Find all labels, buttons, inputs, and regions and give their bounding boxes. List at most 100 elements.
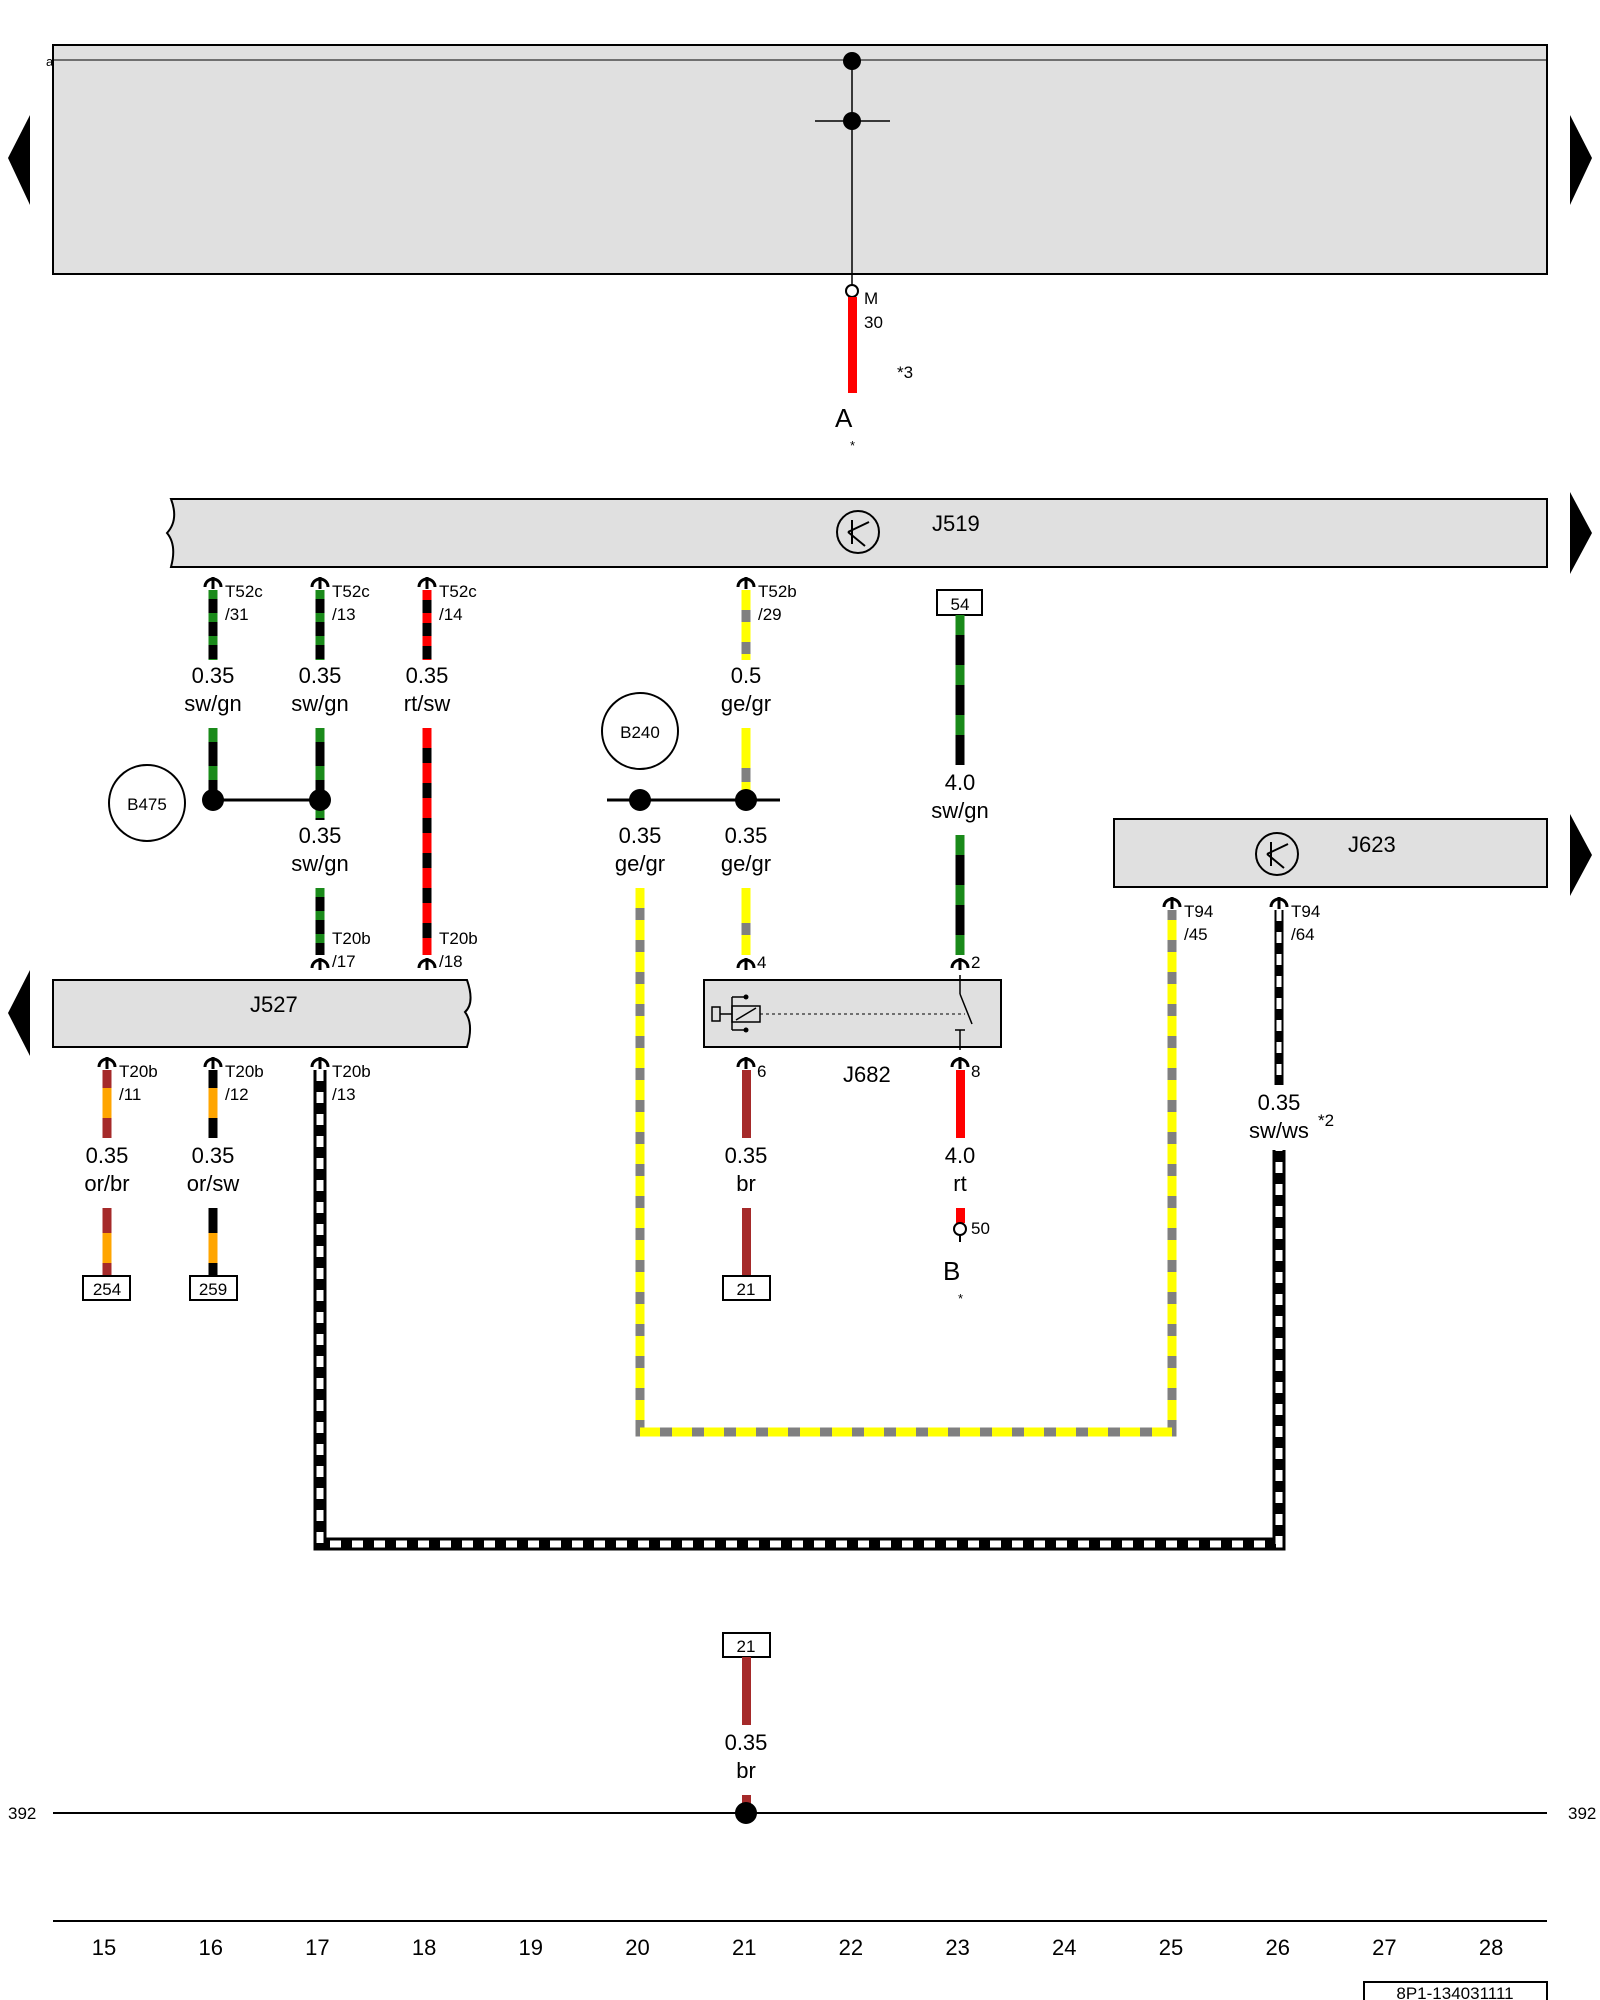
wire-sw-ws-loop [313, 1070, 1286, 1551]
connector-A-star: * [850, 438, 855, 453]
wire-size: 0.35 [406, 663, 449, 688]
connector-A-label: A [835, 403, 853, 433]
B240-circle[interactable] [601, 692, 679, 770]
ground-row-right: 392 [1568, 1804, 1596, 1823]
scale-number: 22 [839, 1935, 863, 1960]
B475-label: B475 [127, 795, 167, 814]
pin-label: T52c [439, 582, 477, 601]
wire-size: 0.35 [299, 663, 342, 688]
scale-number: 26 [1265, 1935, 1289, 1960]
wire-color: br [736, 1758, 756, 1783]
terminal-21-label: 21 [737, 1637, 756, 1656]
pin-8-label: 8 [971, 1062, 980, 1081]
scale-number: 18 [412, 1935, 436, 1960]
pin-M30-circle [845, 284, 859, 298]
junction-dot [843, 112, 861, 130]
wire-color: or/sw [187, 1171, 240, 1196]
pin-4-label: 4 [757, 953, 766, 972]
pin-label: /12 [225, 1085, 249, 1104]
wire-size: 0.35 [299, 823, 342, 848]
arrow-right-icon[interactable] [1570, 115, 1592, 205]
terminal-254 [82, 1275, 131, 1301]
note-2-label: *2 [1318, 1111, 1334, 1130]
B475-circle[interactable] [108, 764, 186, 842]
pin-30-label: 30 [864, 313, 883, 332]
wire-color: ge/gr [721, 851, 771, 876]
pin-label: T52c [225, 582, 263, 601]
terminal-259-label: 259 [199, 1280, 227, 1299]
pin-M-label: M [864, 289, 878, 308]
pin-label: /31 [225, 605, 249, 624]
terminal-54-label: 54 [951, 595, 970, 614]
scale-number: 17 [305, 1935, 329, 1960]
note-3-label: *3 [897, 363, 913, 382]
connector-B-label: B [943, 1256, 960, 1286]
wire-size: 0.5 [731, 663, 762, 688]
pin-label: /17 [332, 952, 356, 971]
top-left-marker: a [46, 54, 54, 69]
wire-color: sw/gn [291, 691, 348, 716]
arrow-left-icon[interactable] [8, 970, 30, 1056]
scale-number: 27 [1372, 1935, 1396, 1960]
terminal-21 [722, 1632, 771, 1658]
reference-label: 8P1-134031111 [1396, 1984, 1513, 2000]
arrow-left-icon[interactable] [8, 115, 30, 205]
wire-size: 0.35 [1258, 1090, 1301, 1115]
B240-label: B240 [620, 723, 660, 742]
wire-color: or/br [84, 1171, 129, 1196]
J623-box[interactable] [1113, 818, 1548, 888]
pin-label: T20b [332, 1062, 371, 1081]
terminal-21 [722, 1275, 771, 1301]
scale-number: 16 [198, 1935, 222, 1960]
scale-number: 24 [1052, 1935, 1076, 1960]
J519-label: J519 [932, 511, 980, 536]
pin-label: /11 [119, 1085, 141, 1104]
wire-size: 4.0 [945, 1143, 976, 1168]
wire-color: br [736, 1171, 756, 1196]
wire-color: sw/gn [931, 798, 988, 823]
J682-label: J682 [843, 1062, 891, 1087]
scale-number: 19 [519, 1935, 543, 1960]
wire-color: rt/sw [404, 691, 451, 716]
wire-color: sw/ws [1249, 1118, 1309, 1143]
scale-number: 15 [92, 1935, 116, 1960]
pin-label: T20b [119, 1062, 158, 1081]
wire-red-A [848, 297, 857, 393]
scale-number: 25 [1159, 1935, 1183, 1960]
pin-label: /14 [439, 605, 463, 624]
wire-size: 4.0 [945, 770, 976, 795]
pin-2-label: 2 [971, 953, 980, 972]
junction-dot [843, 52, 861, 70]
pin-label: T94 [1184, 902, 1213, 921]
wire-size: 0.35 [725, 1730, 768, 1755]
pin-label: T20b [332, 929, 371, 948]
scale-number: 28 [1479, 1935, 1503, 1960]
splice-dot [202, 789, 224, 811]
arrow-right-icon[interactable] [1570, 814, 1592, 896]
scale-number: 20 [625, 1935, 649, 1960]
J519-box[interactable] [165, 498, 1548, 568]
pin-label: /13 [332, 1085, 356, 1104]
arrow-right-icon[interactable] [1570, 492, 1592, 574]
terminal-254-label: 254 [93, 1280, 121, 1299]
wire-size: 0.35 [192, 1143, 235, 1168]
wire-color: sw/gn [184, 691, 241, 716]
ground-row-left: 392 [8, 1804, 36, 1823]
pin-label: /45 [1184, 925, 1208, 944]
J527-box[interactable] [52, 979, 472, 1048]
pin-50-label: 50 [971, 1219, 990, 1238]
pin-6-label: 6 [757, 1062, 766, 1081]
pin-label: T20b [439, 929, 478, 948]
J623-label: J623 [1348, 832, 1396, 857]
pin-label: T52c [332, 582, 370, 601]
reference-box [1363, 1981, 1548, 2000]
wire-size: 0.35 [725, 1143, 768, 1168]
control-unit-icon [836, 510, 880, 554]
control-unit-icon [1255, 832, 1299, 876]
scale-number: 21 [732, 1935, 756, 1960]
wire-size: 0.35 [192, 663, 235, 688]
terminal-54 [936, 589, 983, 616]
pin-label: /18 [439, 952, 463, 971]
